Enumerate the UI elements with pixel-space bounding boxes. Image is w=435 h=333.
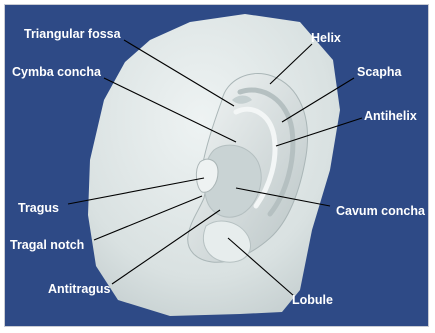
label-antihelix: Antihelix xyxy=(364,109,417,123)
label-helix: Helix xyxy=(311,31,341,45)
label-triangular-fossa: Triangular fossa xyxy=(24,27,122,41)
label-scapha: Scapha xyxy=(357,65,403,79)
label-tragal-notch: Tragal notch xyxy=(10,238,84,252)
label-cymba-concha: Cymba concha xyxy=(12,65,102,79)
label-antitragus: Antitragus xyxy=(48,282,111,296)
label-tragus: Tragus xyxy=(18,201,59,215)
label-lobule: Lobule xyxy=(292,293,333,307)
label-cavum-concha: Cavum concha xyxy=(336,204,426,218)
